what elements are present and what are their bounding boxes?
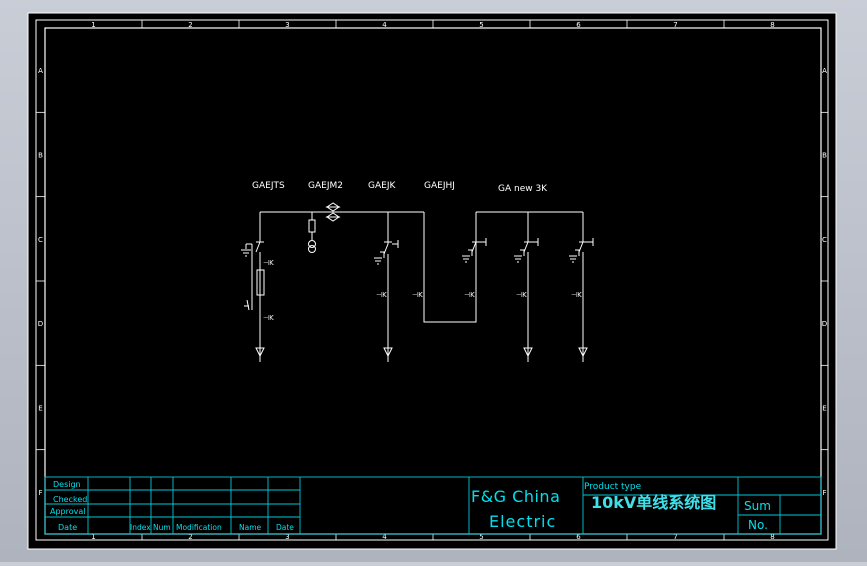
row-marker-left: C (38, 236, 43, 244)
feeder-gaejm2 (308, 202, 341, 253)
product-name: 10kV单线系统图 (591, 493, 716, 512)
column-marker-top: 8 (770, 21, 774, 29)
row-marker-right: B (822, 152, 827, 160)
label-design: Design (53, 480, 81, 489)
column-marker-bottom: 5 (479, 533, 483, 541)
title-block: Design Checked Approval Date Index Num M… (44, 476, 822, 535)
column-marker-bottom: 7 (673, 533, 677, 541)
header-name: Name (239, 523, 262, 532)
label-checked: Checked (53, 495, 87, 504)
coupler-contact-right: ⊣K (464, 291, 475, 299)
unit-label-gaejm2: GAEJM2 (308, 181, 343, 191)
schematic: GAEJTS GAEJM2 GAEJK GAEJHJ GA new 3K ⊣K … (241, 181, 594, 362)
label-date-left: Date (58, 523, 77, 532)
column-marker-bottom: 8 (770, 533, 774, 541)
header-date: Date (276, 523, 294, 532)
coupler-contact-left: ⊣K (412, 291, 423, 299)
row-marker-left: E (38, 405, 42, 413)
outer-frame (35, 19, 829, 541)
feeder-3k-2: ⊣K (569, 212, 594, 362)
no-label: No. (748, 518, 768, 532)
drawing-sheet (27, 12, 837, 550)
row-marker-left: B (38, 152, 43, 160)
unit-label-gaejts: GAEJTS (252, 181, 285, 191)
feeder-3k-1: ⊣K (514, 212, 539, 362)
gaejk-contact: ⊣K (376, 291, 387, 299)
company-name: F&G China (471, 487, 560, 506)
unit-label-gaejhj: GAEJHJ (424, 181, 455, 191)
3k-1-contact: ⊣K (516, 291, 527, 299)
column-marker-bottom: 3 (285, 533, 289, 541)
column-marker-bottom: 1 (91, 533, 95, 541)
row-marker-left: A (38, 67, 43, 75)
column-marker-top: 5 (479, 21, 483, 29)
3k-2-contact: ⊣K (571, 291, 582, 299)
sum-label: Sum (744, 499, 771, 513)
column-marker-bottom: 4 (382, 533, 387, 541)
feeder-coupler-right: ⊣K (462, 238, 487, 299)
row-marker-right: E (822, 405, 826, 413)
label-approval: Approval (50, 507, 86, 516)
row-marker-left: F (38, 489, 42, 497)
column-marker-top: 1 (91, 21, 95, 29)
header-modification: Modification (176, 523, 222, 532)
row-marker-right: D (822, 320, 827, 328)
bus-coupler-link (423, 212, 477, 323)
feeder-gaejts: ⊣K ⊣K (241, 212, 274, 362)
gaejts-contact-2: ⊣K (263, 314, 274, 322)
header-index: Index (130, 523, 151, 532)
row-marker-right: C (822, 236, 827, 244)
feeder-gaejk: ⊣K (374, 212, 399, 362)
column-marker-top: 2 (188, 21, 192, 29)
company-name-line2: Electric (489, 512, 556, 531)
product-type-label: Product type (584, 482, 642, 492)
column-marker-bottom: 2 (188, 533, 192, 541)
column-marker-top: 7 (673, 21, 677, 29)
unit-label-gaejk: GAEJK (368, 181, 396, 191)
column-marker-top: 6 (576, 21, 581, 29)
column-marker-top: 4 (382, 21, 387, 29)
row-marker-right: F (822, 489, 826, 497)
row-marker-right: A (822, 67, 827, 75)
gaejts-contact-1: ⊣K (263, 259, 274, 267)
header-num: Num (153, 523, 171, 532)
column-marker-bottom: 6 (576, 533, 581, 541)
row-marker-left: D (38, 320, 43, 328)
column-marker-top: 3 (285, 21, 289, 29)
unit-label-ga-new-3k: GA new 3K (498, 184, 548, 194)
